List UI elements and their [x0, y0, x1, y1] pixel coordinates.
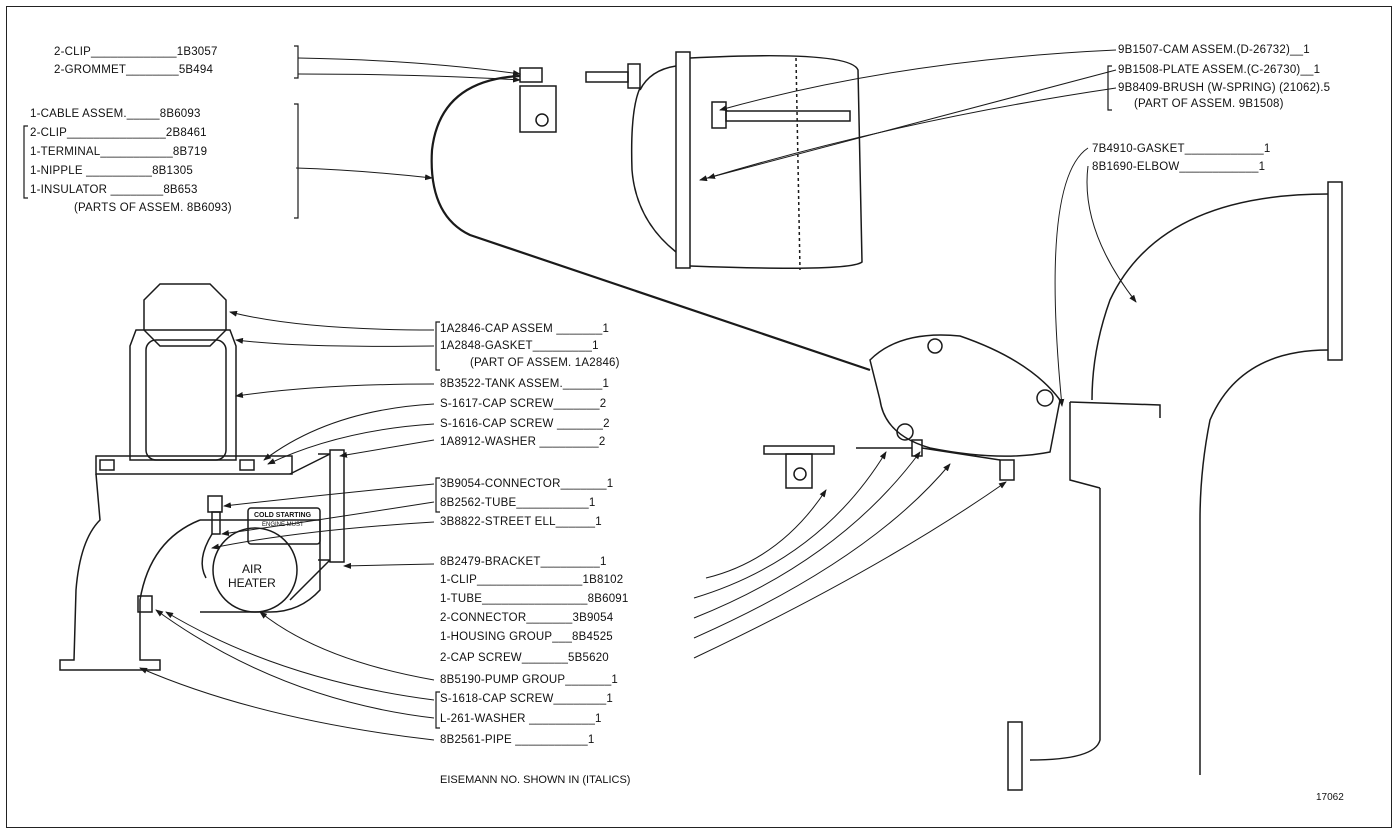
label-tube-8b6091: 1-TUBE________________8B6091: [440, 593, 629, 605]
label-plate-assem-9b1508: 9B1508-PLATE ASSEM.(C-26730)__1: [1118, 64, 1321, 76]
label-washer-l261: L-261-WASHER __________1: [440, 713, 602, 725]
label-brush-9b8409: 9B8409-BRUSH (W-SPRING) (21062).5: [1118, 82, 1331, 94]
label-street-ell-3b8822: 3B8822-STREET ELL______1: [440, 516, 602, 528]
label-clip-1b3057: 2-CLIP_____________1B3057: [54, 46, 218, 58]
label-part-of-9b1508: (PART OF ASSEM. 9B1508): [1134, 98, 1284, 110]
heater-plate-line1: COLD STARTING: [254, 512, 312, 519]
label-cap-screw-s1616: S-1616-CAP SCREW _______2: [440, 418, 610, 430]
figure-border: [6, 6, 1392, 828]
label-tube-8b2562: 8B2562-TUBE___________1: [440, 497, 596, 509]
figure-number: 17062: [1316, 792, 1344, 803]
label-housing-group-8b4525: 1-HOUSING GROUP___8B4525: [440, 631, 613, 643]
heater-label-air: AIR: [242, 562, 263, 576]
label-pump-group-8b5190: 8B5190-PUMP GROUP_______1: [440, 674, 619, 686]
leader-lines: [139, 49, 1137, 741]
label-insulator-8b653: 1-INSULATOR ________8B653: [30, 184, 198, 196]
label-elbow-8b1690: 8B1690-ELBOW____________1: [1092, 161, 1266, 173]
label-nipple-8b1305: 1-NIPPLE __________8B1305: [30, 165, 193, 177]
eisemann-note: EISEMANN NO. SHOWN IN (ITALICS): [440, 774, 631, 786]
housing-group-drawing: [763, 334, 1061, 489]
label-pipe-8b2561: 8B2561-PIPE ___________1: [440, 734, 595, 746]
heater-label-heater: HEATER: [228, 576, 276, 590]
label-cap-screw-s1618: S-1618-CAP SCREW________1: [440, 693, 613, 705]
cam-assembly-drawing: [519, 51, 863, 271]
label-cable-assem-8b6093: 1-CABLE ASSEM._____8B6093: [30, 108, 201, 120]
label-tank-assem-8b3522: 8B3522-TANK ASSEM.______1: [440, 378, 610, 390]
cable-assembly-drawing: [430, 74, 871, 372]
label-cam-assem-9b1507: 9B1507-CAM ASSEM.(D-26732)__1: [1118, 44, 1310, 56]
label-gasket-7b4910: 7B4910-GASKET____________1: [1092, 143, 1271, 155]
label-connector-3b9054-2: 2-CONNECTOR_______3B9054: [440, 612, 614, 624]
label-grommet-5b494: 2-GROMMET________5B494: [54, 64, 214, 76]
heater-plate-line2: ENGINE MUST: [262, 522, 304, 528]
label-clip-1b8102: 1-CLIP________________1B8102: [440, 574, 624, 586]
group-brackets: [23, 45, 1112, 729]
label-cap-screw-5b5620: 2-CAP SCREW_______5B5620: [440, 652, 609, 664]
label-bracket-8b2479: 8B2479-BRACKET_________1: [440, 556, 607, 568]
label-gasket-1a2848: 1A2848-GASKET_________1: [440, 340, 599, 352]
label-parts-of-8b6093: (PARTS OF ASSEM. 8B6093): [74, 202, 232, 214]
elbow-drawing: [1007, 181, 1343, 791]
label-terminal-8b719: 1-TERMINAL___________8B719: [30, 146, 208, 158]
label-cap-assem-1a2846: 1A2846-CAP ASSEM _______1: [440, 323, 610, 335]
label-washer-1a8912: 1A8912-WASHER _________2: [440, 436, 606, 448]
air-heater-drawing: [59, 283, 345, 671]
label-clip-2b8461: 2-CLIP_______________2B8461: [30, 127, 207, 139]
label-connector-3b9054: 3B9054-CONNECTOR_______1: [440, 478, 614, 490]
label-cap-screw-s1617: S-1617-CAP SCREW_______2: [440, 398, 607, 410]
label-part-of-1a2846: (PART OF ASSEM. 1A2846): [470, 357, 620, 369]
